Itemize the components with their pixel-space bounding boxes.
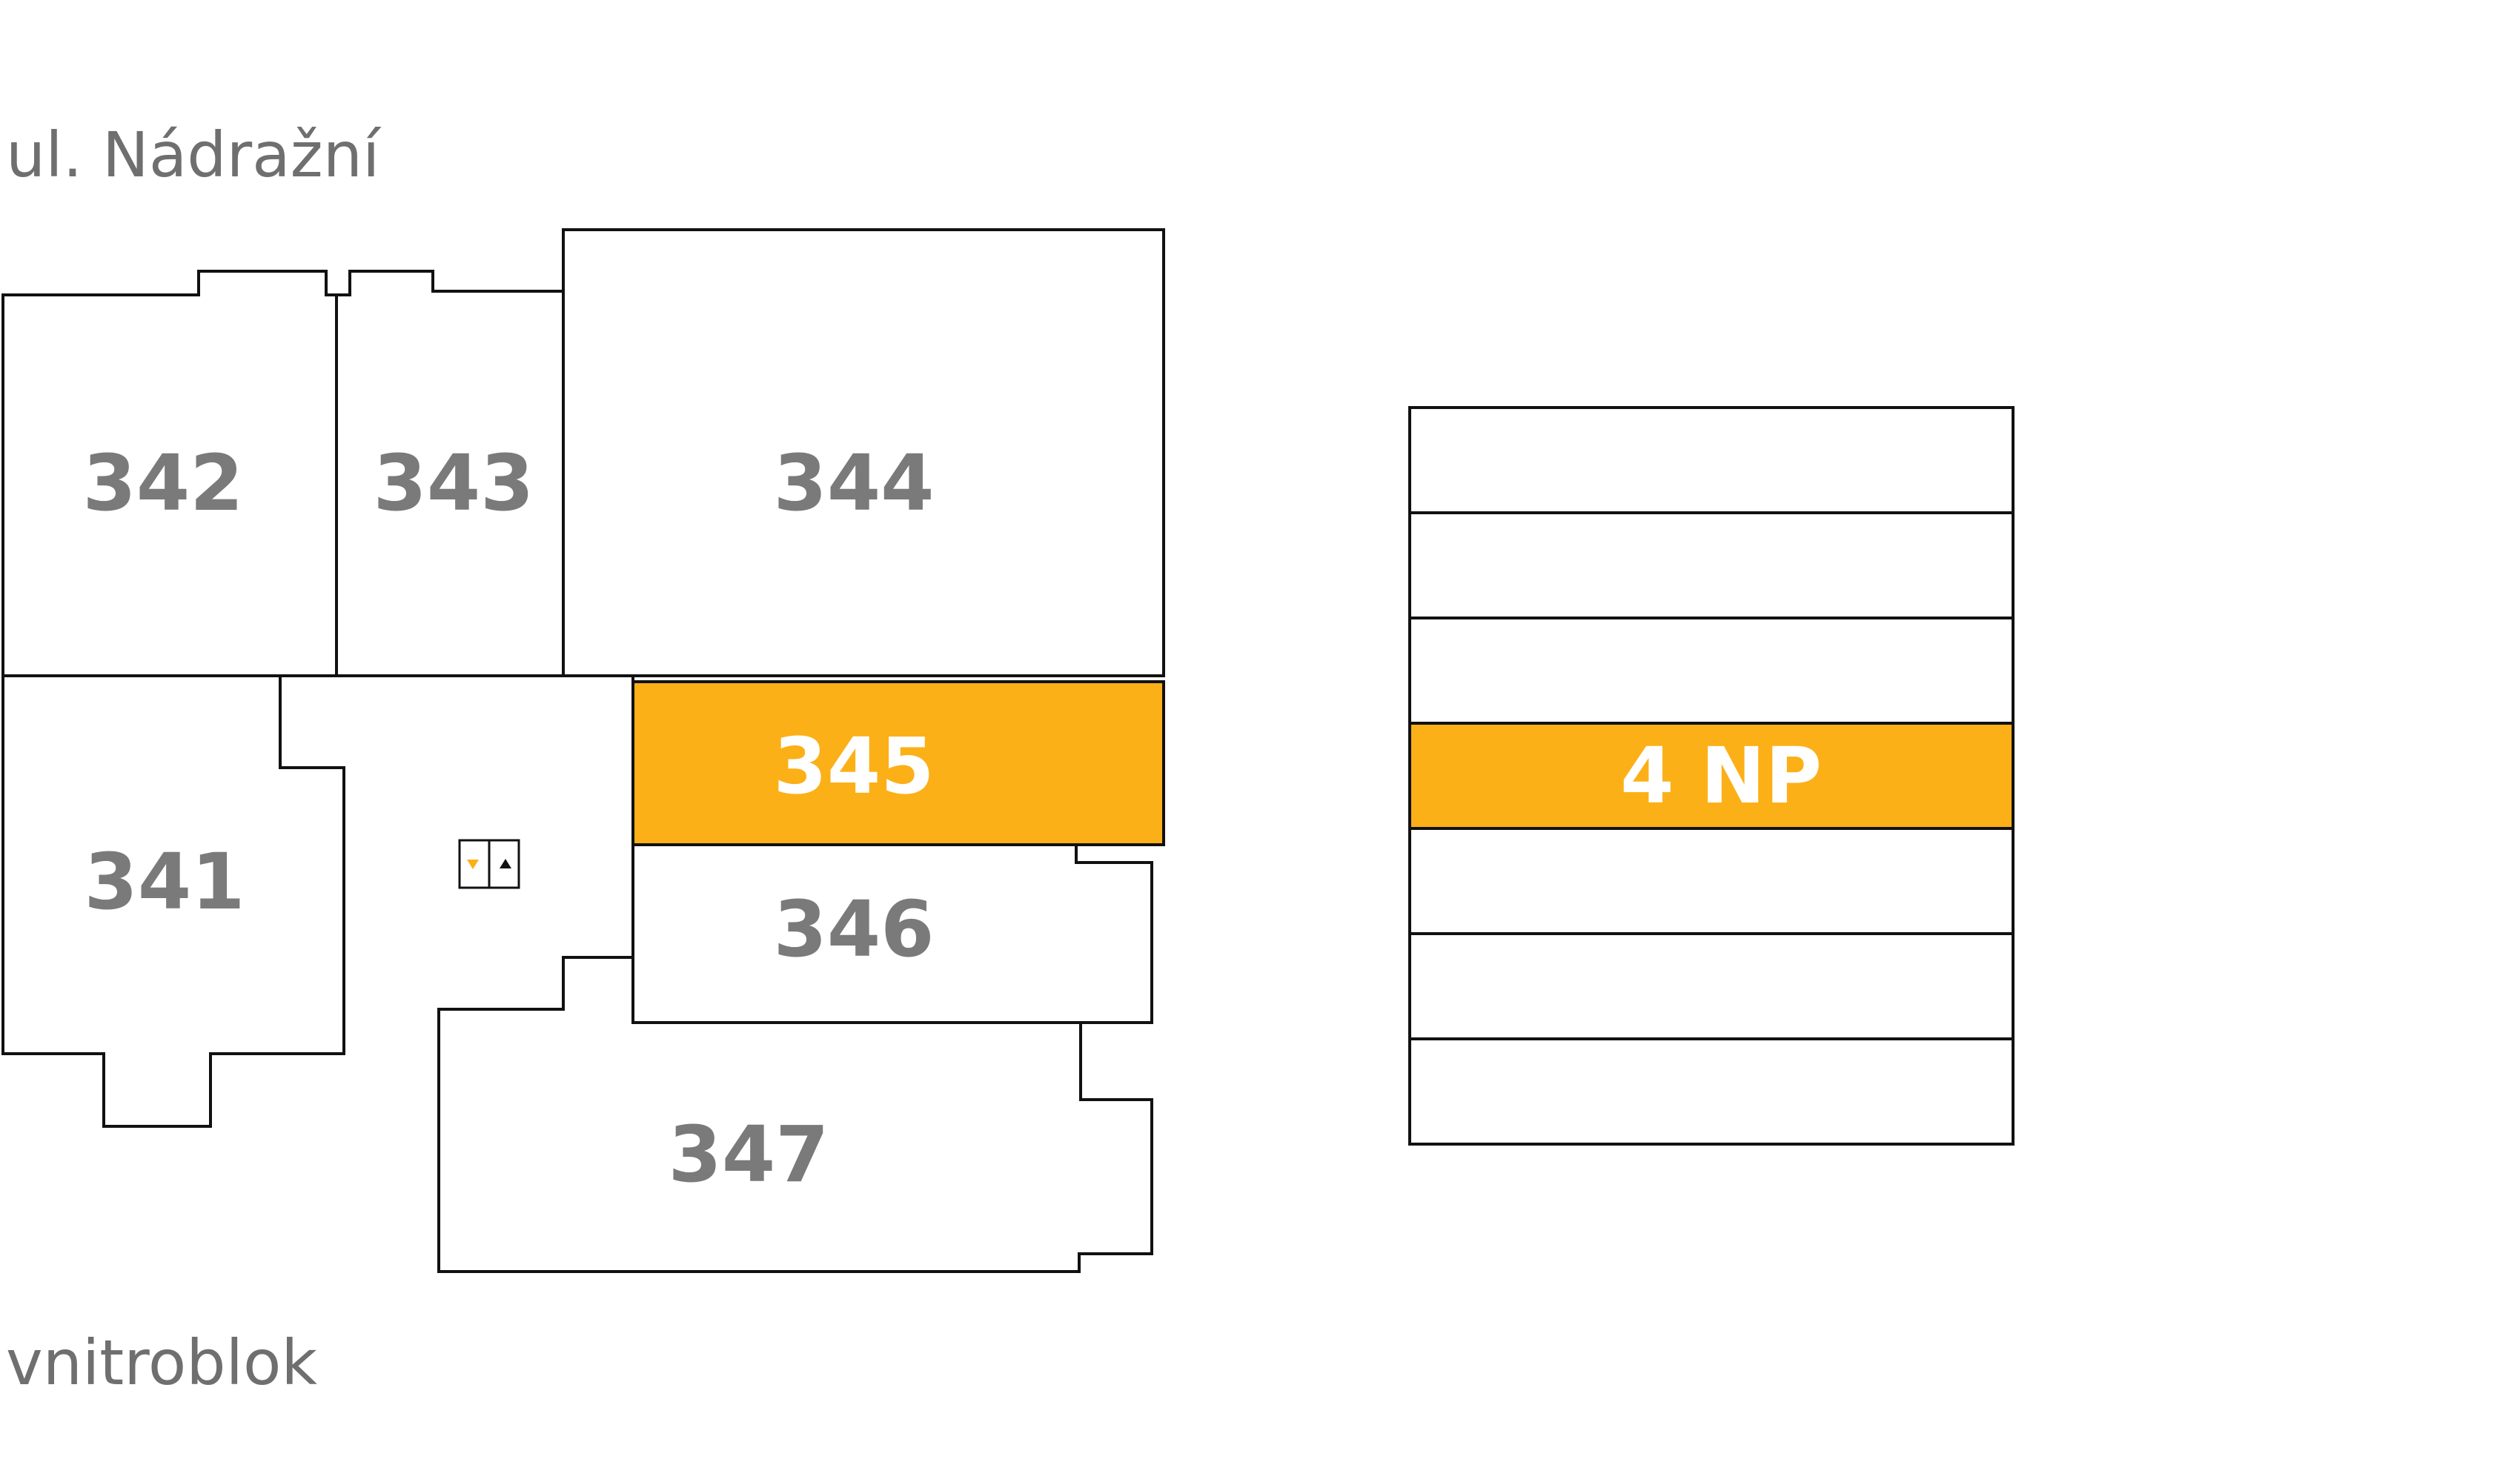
unit-343[interactable]: 343 [335,270,565,677]
elevator-icon [458,839,520,889]
floor-row[interactable] [1408,511,2015,619]
floor-row[interactable] [1408,827,2015,935]
floor-label-selected: 4 NP [1620,731,1822,821]
unit-341-label: 341 [84,837,245,927]
floor-row-6[interactable] [1408,932,2015,1040]
unit-341[interactable]: 341 [1,674,345,1128]
unit-342[interactable]: 342 [1,270,338,677]
street-label-top: ul. Nádražní [6,119,382,191]
unit-343-outline[interactable] [335,270,565,677]
elevator-down-arrow-icon [467,860,479,869]
elevator-up-arrow-icon [500,859,511,868]
unit-347[interactable]: 347 [437,956,1153,1273]
floor-row[interactable] [1408,406,2015,514]
unit-346-label: 346 [773,884,934,974]
unit-342-label: 342 [82,438,243,528]
floor-selector: 4 NP [1408,406,2015,1146]
floor-row-7[interactable] [1408,1037,2015,1146]
floor-row-1[interactable] [1408,406,2015,514]
floor-row[interactable] [1408,1037,2015,1146]
unit-347-label: 347 [668,1109,829,1200]
floor-row-2[interactable] [1408,511,2015,619]
unit-345-label: 345 [773,721,934,811]
floor-row-3[interactable] [1408,617,2015,725]
floor-row[interactable] [1408,932,2015,1040]
unit-343-label: 343 [373,438,534,528]
floor-row-4[interactable] [1408,722,2015,830]
unit-347-outline[interactable] [437,956,1153,1273]
floor-row-selected[interactable]: 4 NP [1408,722,2015,830]
street-label-bottom: vnitroblok [6,1326,317,1399]
floor-row[interactable] [1408,617,2015,725]
unit-341-outline[interactable] [1,674,345,1128]
floor-row-5[interactable] [1408,827,2015,935]
unit-346[interactable]: 346 [631,843,1153,1024]
unit-344-outline[interactable] [562,228,1165,677]
unit-344-label: 344 [773,438,934,528]
unit-344[interactable]: 344 [562,228,1165,677]
unit-345[interactable]: 345 [631,680,1165,846]
